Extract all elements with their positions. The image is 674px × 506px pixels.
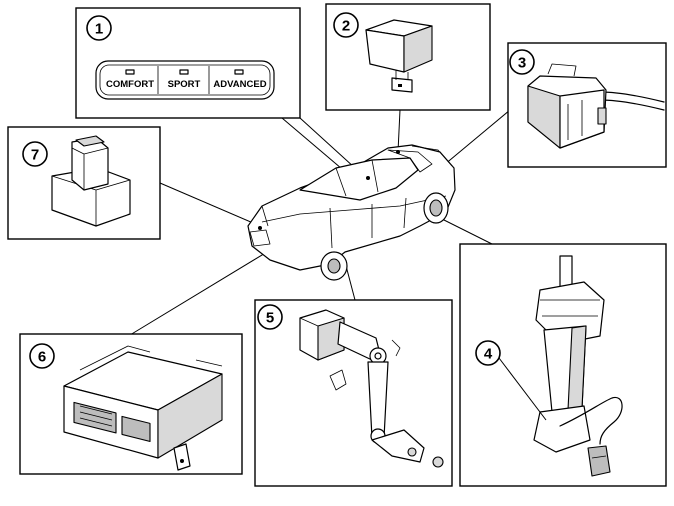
panel-control-module [19,333,243,475]
callout-1-number: 1 [95,21,103,38]
callout-4: 4 [475,340,501,366]
sport-button-label: SPORT [168,79,201,90]
callout-2-number: 2 [342,18,350,35]
callout-3-number: 3 [518,55,526,72]
callout-6: 6 [29,343,55,369]
panel-strut-4 [459,243,667,487]
callout-6-number: 6 [38,349,46,366]
callout-7: 7 [22,141,48,167]
callout-2: 2 [333,12,359,38]
callout-7-number: 7 [31,147,39,164]
car-illustration [247,144,456,281]
callout-3: 3 [509,49,535,75]
callout-1: 1 [86,15,112,41]
panel-mode-switch: COMFORT SPORT ADVANCED [75,7,301,119]
callout-5-number: 5 [266,310,274,327]
advanced-button-label: ADVANCED [213,79,266,90]
panel-height-sensor-5 [254,299,453,487]
callout-5: 5 [257,304,283,330]
comfort-button-label: COMFORT [106,79,154,90]
callout-4-number: 4 [484,346,493,363]
